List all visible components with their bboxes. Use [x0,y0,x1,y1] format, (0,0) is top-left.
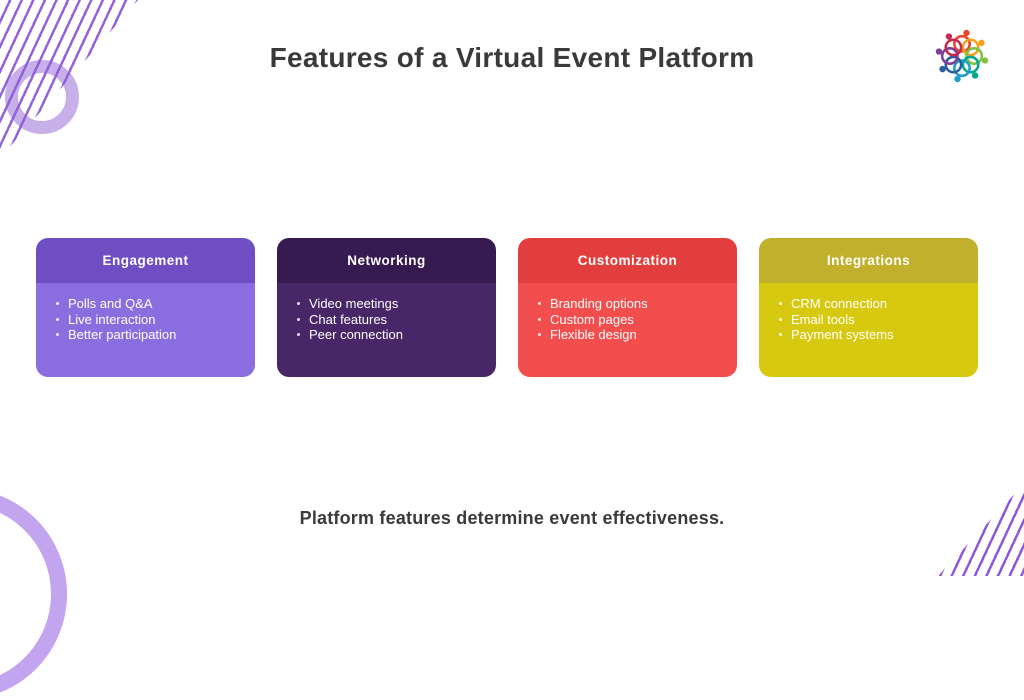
item-label: Payment systems [791,327,894,342]
list-item: Payment systems [779,327,970,343]
item-label: Better participation [68,327,177,342]
bullet-icon [779,302,782,306]
list-item: Flexible design [538,327,729,343]
card-header: Integrations [759,238,978,283]
item-label: Polls and Q&A [68,296,153,311]
card-title: Customization [577,253,678,268]
list-item: CRM connection [779,296,970,312]
list-item: Chat features [297,312,488,328]
item-label: Branding options [550,296,648,311]
slide-title: Features of a Virtual Event Platform [269,42,755,73]
feature-cards-row: Engagement Polls and Q&A Live interactio… [36,238,978,377]
feature-card-networking: Networking Video meetings Chat features … [277,238,496,377]
card-items: CRM connection Email tools Payment syste… [779,296,970,343]
bullet-icon [297,302,300,306]
item-label: CRM connection [791,296,888,311]
bullet-icon [297,333,300,337]
bullet-icon [779,317,782,321]
bullet-icon [538,302,541,306]
card-title: Networking [347,253,426,268]
list-item: Live interaction [56,312,247,328]
card-items: Branding options Custom pages Flexible d… [538,296,729,343]
item-label: Peer connection [309,327,403,342]
list-item: Peer connection [297,327,488,343]
card-body: Video meetings Chat features Peer connec… [277,283,496,377]
bullet-icon [297,317,300,321]
bullet-icon [779,333,782,337]
bullet-icon [538,333,541,337]
company-logo-icon [935,29,989,83]
card-title: Engagement [102,253,189,268]
list-item: Custom pages [538,312,729,328]
caption-text: Platform features determine event effect… [299,508,725,528]
card-body: Polls and Q&A Live interaction Better pa… [36,283,255,377]
item-label: Flexible design [550,327,637,342]
feature-card-integrations: Integrations CRM connection Email tools … [759,238,978,377]
card-header: Networking [277,238,496,283]
feature-card-customization: Customization Branding options Custom pa… [518,238,737,377]
bullet-icon [56,333,59,337]
card-body: CRM connection Email tools Payment syste… [759,283,978,377]
list-item: Video meetings [297,296,488,312]
list-item: Branding options [538,296,729,312]
feature-card-engagement: Engagement Polls and Q&A Live interactio… [36,238,255,377]
list-item: Polls and Q&A [56,296,247,312]
bullet-icon [56,317,59,321]
card-items: Video meetings Chat features Peer connec… [297,296,488,343]
card-body: Branding options Custom pages Flexible d… [518,283,737,377]
item-label: Custom pages [550,311,634,327]
item-label: Chat features [309,311,388,327]
list-item: Email tools [779,312,970,328]
list-item: Better participation [56,327,247,343]
card-header: Engagement [36,238,255,283]
diagonal-lines-bottom-right-decor [938,484,1024,576]
item-label: Video meetings [309,296,399,311]
card-header: Customization [518,238,737,283]
item-label: Live interaction [68,311,156,327]
bullet-icon [56,302,59,306]
card-items: Polls and Q&A Live interaction Better pa… [56,296,247,343]
bullet-icon [538,317,541,321]
item-label: Email tools [791,311,855,327]
card-title: Integrations [826,253,911,268]
